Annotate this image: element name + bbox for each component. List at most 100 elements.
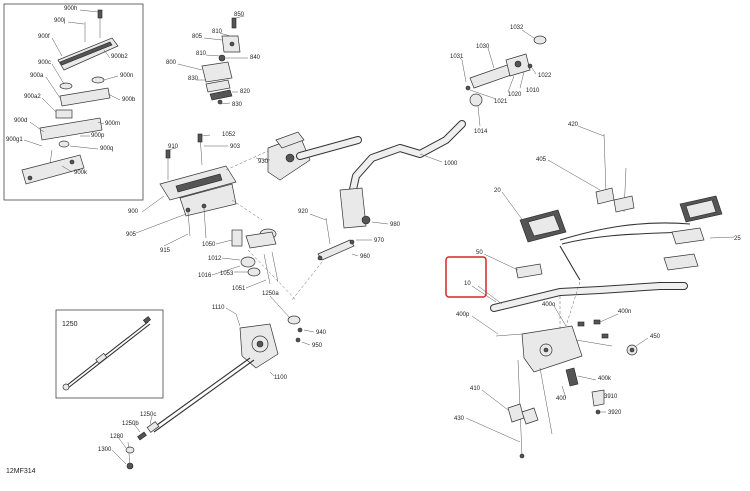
callout-1020: 1020 [508,92,522,98]
leader [255,157,271,161]
leader [205,54,221,57]
rod-410 [539,367,553,435]
callout-1051: 1051 [232,286,246,292]
callout-910: 910 [168,144,179,150]
clip-405-b [613,195,635,213]
label-900k: 900k [74,170,88,176]
rod-1030 [469,63,515,89]
right-handlebar-assembly: 420 405 20 25 50 400o 400n 400p 450 400k… [454,122,741,459]
callout-920: 920 [298,209,309,215]
throttle-housing-1100: 1250a 940 950 1110 1100 1250c 1250b 1280… [98,291,327,470]
callout-1010: 1010 [526,88,540,94]
nut-1022 [527,63,533,69]
callout-1052: 1052 [222,132,236,138]
callout-900: 900 [128,209,139,215]
label-900b2: 900b2 [111,54,128,60]
callout-400p: 400p [456,312,470,318]
callout-1250b: 1250b [122,421,139,427]
callout-25: 25 [734,236,741,242]
callout-410: 410 [470,386,481,392]
reservoir-port [285,153,295,163]
callout-1030: 1030 [476,44,490,50]
leader [599,313,619,323]
callout-430: 430 [454,416,465,422]
washer-1053 [247,267,261,277]
callout-1000: 1000 [444,161,458,167]
leader [419,153,443,163]
callout-805: 805 [192,34,203,40]
throttle-cable [149,357,251,431]
label-900m: 900m [105,121,120,127]
callout-3920: 3920 [608,410,622,416]
inset-lever-slot [59,41,113,66]
assembly-dash-2 [231,199,263,221]
leader [481,389,509,411]
lever-group-800: 850 805 810 810 840 800 830 820 830 [166,12,261,108]
label-900a2: 900a2 [24,94,41,100]
lever-3910 [591,389,605,407]
bolt-400p [495,333,523,337]
linkage-group-960: 920 980 970 960 [291,187,401,301]
screw-820 [209,89,233,101]
nut-980 [361,215,371,225]
leader [635,337,649,347]
brake-reservoir-930 [255,131,311,181]
inset-rivet-2 [69,159,75,165]
bolt-head [577,321,585,327]
callout-903: 903 [230,144,241,150]
callout-1021: 1021 [494,99,508,105]
spring-400k [565,367,579,387]
leader [269,295,291,319]
bolt-400n [575,339,613,347]
bolt-850 [231,17,237,29]
leader [225,307,237,315]
inset-cable-line [65,321,149,387]
callout-905: 905 [126,232,137,238]
callout-400k: 400k [598,376,612,382]
callout-400: 400 [556,396,567,402]
label-900j: 900j [54,18,65,24]
callout-405: 405 [536,157,547,163]
callout-1022: 1022 [538,73,552,79]
switch-knob [514,60,522,68]
leader [103,49,111,59]
label-900g1: 900g1 [6,137,23,143]
heater-wire-2 [561,231,691,245]
leader [309,213,327,221]
screw-915 [201,203,207,209]
leader [459,57,463,61]
callout-400o: 400o [542,302,556,308]
leader [51,63,65,85]
inset-cable: 1250 [55,309,164,399]
leader [149,415,153,425]
housing-hub [256,340,264,348]
leader [111,449,127,465]
bracket-410 [507,403,525,423]
leader [219,102,231,105]
leader [477,105,481,127]
leader [107,93,121,101]
lever-part [205,79,231,93]
callout-830-left: 830 [188,76,199,82]
callout-830: 830 [232,102,243,108]
bolt-head-2 [593,319,601,325]
leader [219,32,231,37]
leader [519,71,525,89]
link-pin-2 [317,255,323,261]
bolt-head-3 [601,333,609,339]
fitting-1250a [287,315,301,325]
sleeve-right-2 [663,253,699,271]
screw-905 [185,207,191,213]
screw-940 [297,327,303,333]
reservoir-cap [275,131,305,149]
callout-1280: 1280 [110,434,124,440]
screw-950 [295,337,301,343]
assembly-dash [247,249,297,301]
handlebar-1000: 1000 [296,120,466,216]
leader [51,37,63,57]
callout-1050: 1050 [202,242,216,248]
label-900q: 900q [100,146,113,152]
callout-960: 960 [360,254,371,260]
washer-450-hole [629,347,635,353]
leader [465,417,521,443]
